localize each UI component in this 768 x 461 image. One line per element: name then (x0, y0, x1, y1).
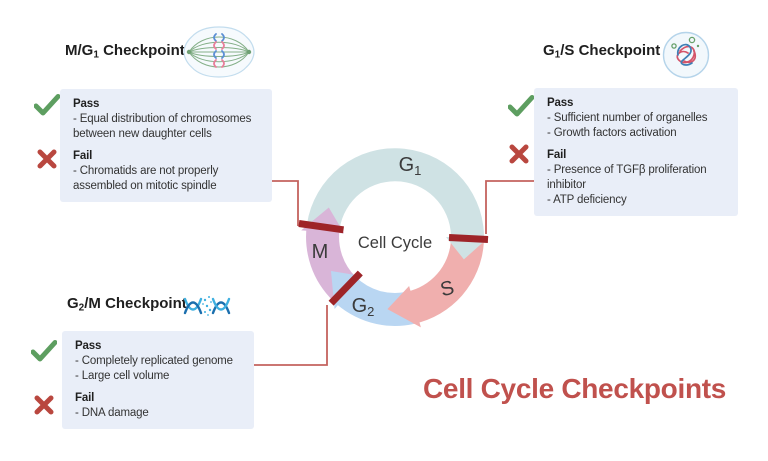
checkpoint-title-m-g1: M/G1 Checkpoint (65, 42, 185, 61)
checkpoint-bar-g2-m (328, 270, 363, 306)
connector-m-g1 (272, 180, 299, 226)
pass-label: Pass (547, 97, 574, 109)
checkpoint-title-g1-s: G1/S Checkpoint (543, 42, 661, 61)
pass-check-icon-g2-m (31, 340, 57, 362)
fail-x-icon-m-g1 (37, 149, 57, 169)
dna-icon (183, 296, 231, 316)
fail-item: - DNA damage (75, 407, 149, 419)
checkpoint-title-g2-m: G2/M Checkpoint (67, 295, 187, 314)
ring-label-g2: G2 (352, 295, 375, 319)
arrow-g1-to-s (446, 237, 489, 260)
diagram-title: Cell Cycle Checkpoints (423, 373, 727, 404)
fail-item: - Presence of TGFβ proliferation inhibit… (547, 164, 707, 191)
checkpoint-box-g1-s: Pass - Sufficient number of organelles -… (534, 88, 738, 216)
ring-label-s: S (438, 277, 457, 302)
cell-cycle-center-label: Cell Cycle (357, 234, 433, 252)
fail-x-icon-g2-m (34, 395, 54, 415)
pass-check-icon-m-g1 (34, 94, 60, 116)
pass-item: - Large cell volume (75, 370, 170, 382)
mitotic-spindle-icon (183, 26, 255, 78)
ring-segment-g2 (333, 277, 414, 326)
checkpoint-header-g2-m: G2/M Checkpoint (67, 295, 187, 314)
checkpoint-bar-m-g1 (298, 220, 344, 234)
fail-label: Fail (547, 149, 567, 161)
ring-label-g1: G1 (399, 154, 422, 178)
arrow-s-to-g2 (387, 286, 421, 328)
pass-label: Pass (73, 98, 100, 110)
ring-segment-g1 (306, 148, 485, 244)
pass-item: - Equal distribution of chromosomes betw… (73, 113, 252, 140)
fail-label: Fail (75, 392, 95, 404)
pass-item: - Completely replicated genome (75, 355, 233, 367)
checkpoint-box-m-g1: Pass - Equal distribution of chromosomes… (60, 89, 272, 202)
checkpoint-box-g2-m: Pass - Completely replicated genome - La… (62, 331, 254, 429)
fail-label: Fail (73, 150, 93, 162)
pass-item: - Growth factors activation (547, 127, 677, 139)
fail-x-icon-g1-s (509, 144, 529, 164)
pass-item: - Sufficient number of organelles (547, 112, 708, 124)
fail-item: - Chromatids are not properly assembled … (73, 165, 219, 192)
pass-label: Pass (75, 340, 102, 352)
cell-organelles-icon (662, 31, 710, 79)
ring-label-m: M (312, 241, 329, 263)
pass-check-icon-g1-s (508, 95, 534, 117)
connector-g1-s (485, 180, 534, 234)
ring-segment-s (406, 240, 484, 324)
checkpoint-header-m-g1: M/G1 Checkpoint (65, 42, 185, 61)
connector-g2-m (254, 305, 328, 366)
checkpoint-header-g1-s: G1/S Checkpoint (543, 42, 660, 61)
fail-item: - ATP deficiency (547, 194, 627, 206)
checkpoint-bar-g1-s (448, 234, 489, 243)
